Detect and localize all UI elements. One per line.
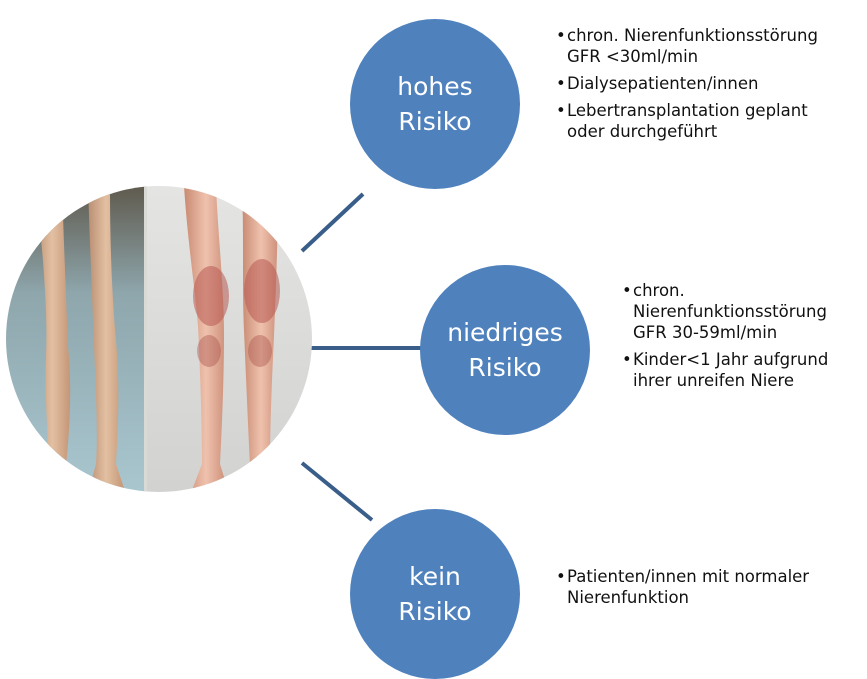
criteria-text: chron. Nierenfunktionsstörung GFR 30-59m… [633, 281, 827, 342]
criteria-text: Kinder<1 Jahr aufgrund ihrer unreifen Ni… [633, 350, 828, 390]
criteria-item: •Dialysepatienten/innen [556, 73, 846, 94]
risk-title-line1: niedriges [447, 315, 563, 350]
risk-circle-high: hohes Risiko [350, 19, 520, 189]
risk-title-line1: kein [409, 559, 461, 594]
risk-title-line1: hohes [397, 69, 472, 104]
risk-title-line2: Risiko [468, 350, 541, 385]
criteria-item: •chron. Nierenfunktionsstörung GFR 30-59… [622, 280, 862, 343]
criteria-list-none: •Patienten/innen mit normaler Nierenfunk… [556, 566, 846, 614]
criteria-text: Lebertransplantation geplant oder durchg… [567, 101, 808, 141]
photo-icon [6, 186, 312, 492]
risk-circle-none: kein Risiko [350, 509, 520, 679]
bullet-icon: • [556, 100, 566, 121]
bullet-icon: • [622, 280, 632, 301]
legs-photo [6, 186, 312, 492]
bullet-icon: • [556, 25, 566, 46]
criteria-item: •chron. Nierenfunktionsstörung GFR <30ml… [556, 25, 846, 67]
bullet-icon: • [622, 349, 632, 370]
risk-title-line2: Risiko [398, 104, 471, 139]
criteria-item: •Patienten/innen mit normaler Nierenfunk… [556, 566, 846, 608]
criteria-text: chron. Nierenfunktionsstörung GFR <30ml/… [567, 26, 818, 66]
criteria-text: Dialysepatienten/innen [567, 74, 759, 93]
criteria-list-low: •chron. Nierenfunktionsstörung GFR 30-59… [622, 280, 862, 397]
bullet-icon: • [556, 73, 566, 94]
criteria-item: •Lebertransplantation geplant oder durch… [556, 100, 846, 142]
criteria-list-high: •chron. Nierenfunktionsstörung GFR <30ml… [556, 25, 846, 148]
criteria-text: Patienten/innen mit normaler Nierenfunkt… [567, 567, 809, 607]
risk-title-line2: Risiko [398, 594, 471, 629]
connector-none [302, 463, 372, 520]
risk-circle-low: niedriges Risiko [420, 265, 590, 435]
criteria-item: •Kinder<1 Jahr aufgrund ihrer unreifen N… [622, 349, 862, 391]
bullet-icon: • [556, 566, 566, 587]
connector-high [302, 194, 363, 251]
